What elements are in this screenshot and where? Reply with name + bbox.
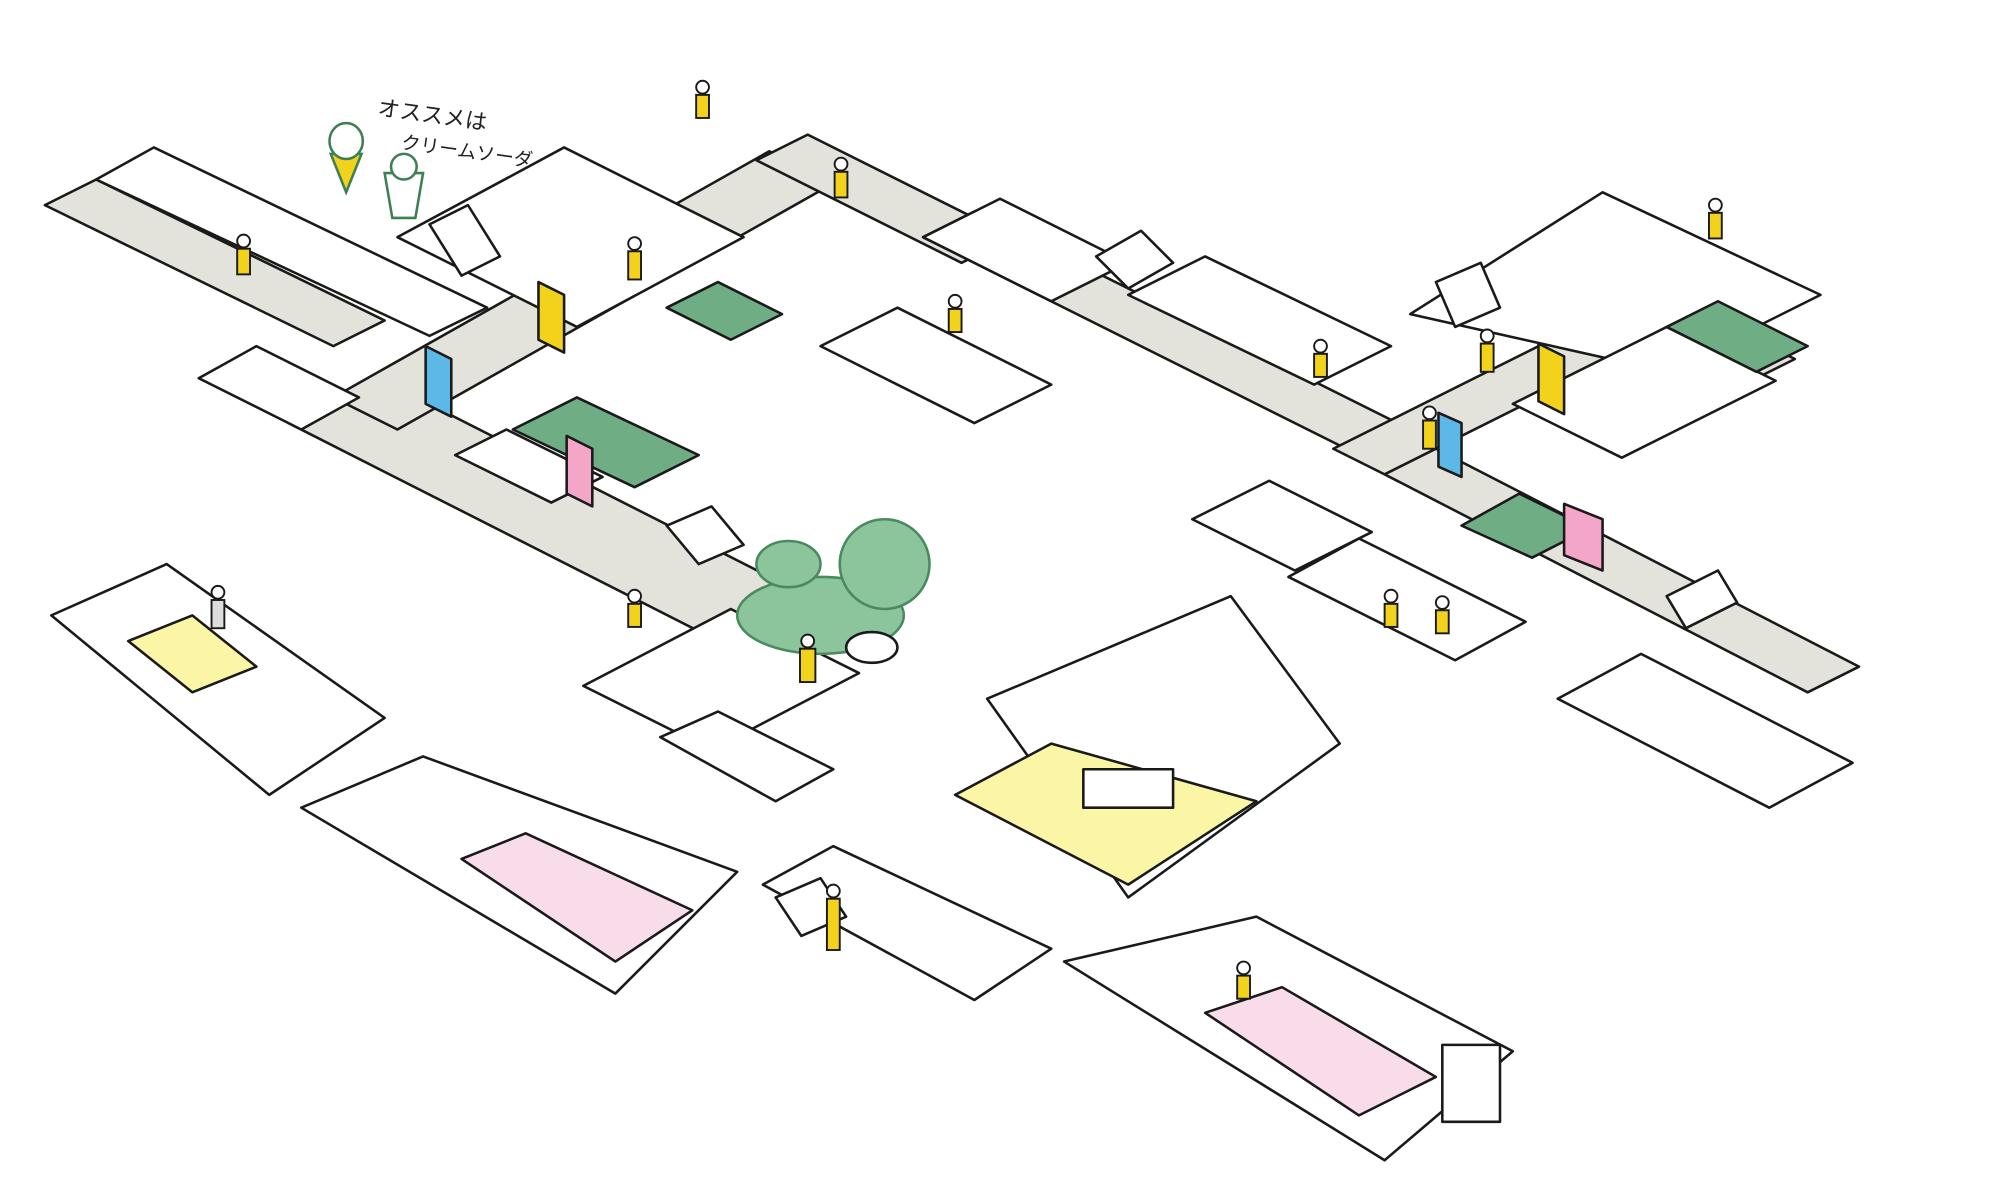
person: [210, 79, 1723, 1000]
bench-area: [1556, 652, 1854, 809]
work-room: [1126, 255, 1393, 386]
door-blue-1: [424, 344, 453, 418]
bath-left-upper-floor: [126, 614, 258, 694]
dining-room-left: [94, 146, 489, 338]
bath-left-lower-floor: [460, 832, 694, 963]
pool-deck: [658, 710, 835, 803]
bedroom-massage: [819, 306, 1053, 425]
people: [210, 79, 1723, 1000]
bath-tub-center: [1082, 767, 1175, 809]
corridor-top-left: [43, 178, 386, 348]
door-blue-2: [1437, 411, 1463, 479]
waterfall-wall: [1441, 1043, 1502, 1124]
japanese-garden: [735, 517, 931, 665]
restrooms: [511, 280, 1809, 559]
door-pink-1: [565, 434, 594, 508]
bath-right-floor: [1203, 985, 1438, 1117]
door-yellow-2: [1537, 342, 1566, 416]
restroom-1: [665, 280, 784, 342]
booth-room: [1287, 537, 1527, 662]
table-room-right: [1191, 479, 1374, 572]
door-yellow-1: [537, 280, 566, 354]
doors: [424, 280, 1604, 572]
restroom-2: [511, 396, 700, 489]
cream-soda-icon: [328, 121, 425, 220]
door-pink-2: [1562, 502, 1604, 572]
room-right-mid: [1511, 325, 1777, 459]
lounge-top: [396, 146, 745, 329]
restroom-3: [1665, 300, 1809, 374]
room-left-small: [197, 344, 361, 431]
bath-center-floor: [953, 742, 1258, 886]
